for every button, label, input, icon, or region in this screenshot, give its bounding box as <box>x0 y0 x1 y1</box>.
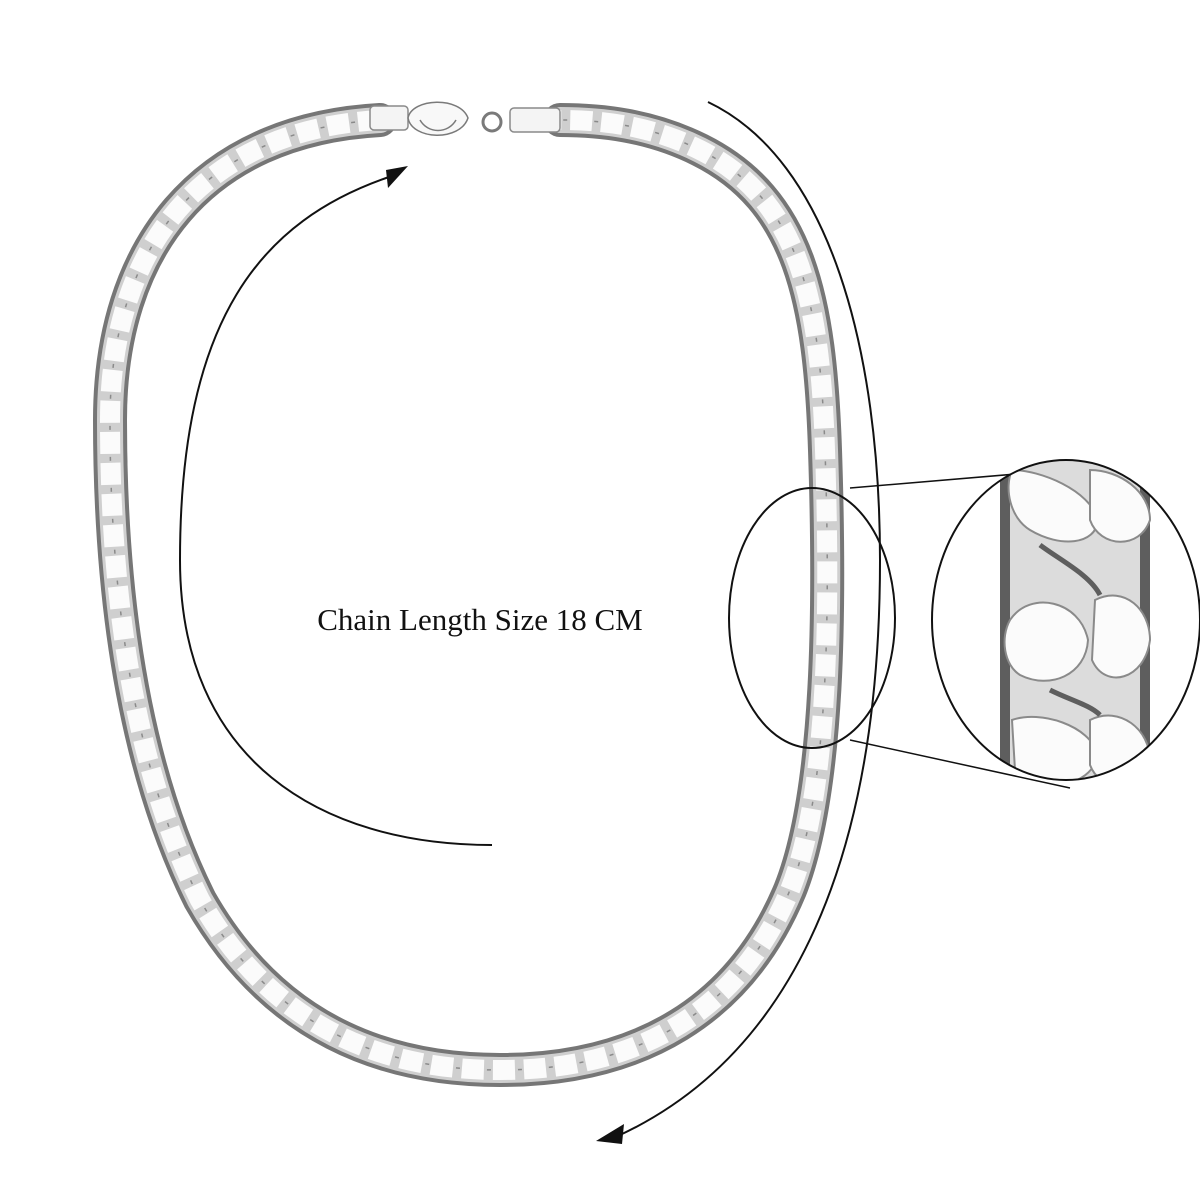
curb-chain-necklace <box>92 103 845 1088</box>
zoom-magnified-circle <box>931 459 1200 781</box>
zoom-source-circle <box>728 487 896 749</box>
measurement-arrows <box>178 101 882 1144</box>
chain-links <box>99 110 838 1081</box>
left-measurement-arc <box>178 175 493 846</box>
zoom-circle-icon <box>932 460 1200 780</box>
lobster-clasp-icon <box>369 101 561 136</box>
zoom-callout <box>728 459 1200 789</box>
arrowhead-down-icon <box>596 1124 624 1144</box>
right-measurement-arc <box>619 101 882 1136</box>
chain-length-caption: Chain Length Size 18 CM <box>317 602 643 637</box>
zoom-connector-bottom <box>849 739 1071 789</box>
arrowhead-up-icon <box>386 166 408 188</box>
